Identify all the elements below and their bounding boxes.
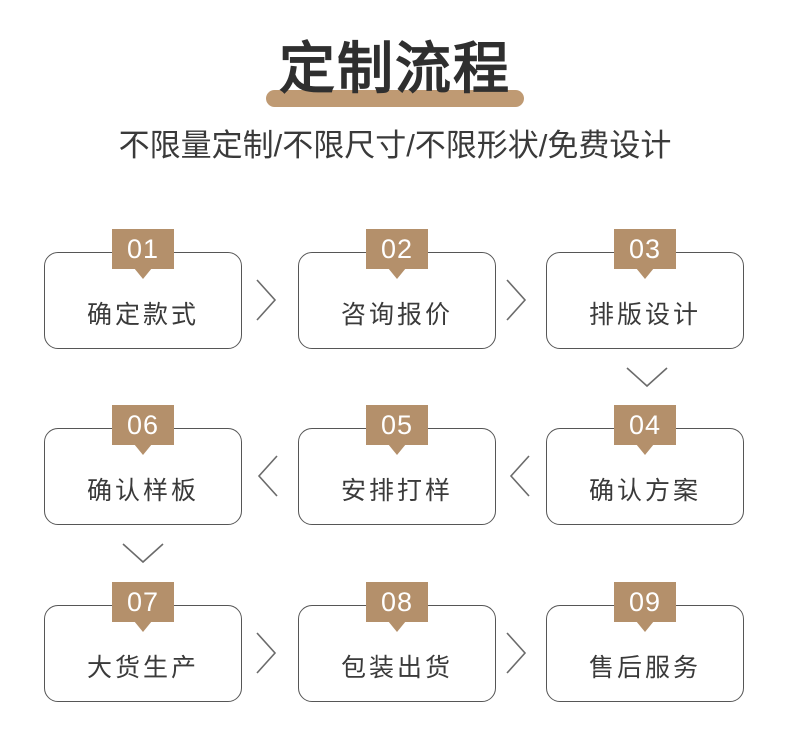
chevron-right-icon: [253, 276, 281, 324]
step-number: 03: [628, 234, 662, 264]
page-title: 定制流程: [279, 37, 511, 102]
badge-pointer-icon: [636, 621, 654, 632]
step-label: 确定款式: [86, 301, 199, 329]
step-number-badge: 09: [614, 582, 676, 632]
process-step-card[interactable]: 05 安排打样: [298, 405, 496, 525]
chevron-right-icon: [503, 629, 531, 677]
title-underline-bar: [266, 90, 524, 107]
chevron-down-icon: [623, 364, 671, 392]
step-number-badge: 06: [112, 405, 174, 455]
step-number-badge: 05: [366, 405, 428, 455]
process-step-card[interactable]: 07 大货生产: [44, 582, 242, 702]
step-number: 09: [628, 587, 662, 617]
step-label: 确认方案: [588, 477, 701, 505]
step-number-badge: 01: [112, 229, 174, 279]
step-label: 售后服务: [588, 654, 701, 682]
chevron-right-icon: [253, 629, 281, 677]
step-label: 确认样板: [86, 477, 199, 505]
process-step-card[interactable]: 06 确认样板: [44, 405, 242, 525]
step-label: 咨询报价: [340, 301, 453, 329]
step-number-badge: 03: [614, 229, 676, 279]
chevron-left-icon: [253, 452, 281, 500]
step-number-badge: 07: [112, 582, 174, 632]
step-label: 包装出货: [340, 654, 453, 682]
step-label: 安排打样: [340, 477, 453, 505]
process-step-card[interactable]: 08 包装出货: [298, 582, 496, 702]
step-label: 排版设计: [588, 301, 701, 329]
badge-pointer-icon: [134, 621, 152, 632]
badge-pointer-icon: [636, 444, 654, 455]
step-number: 01: [126, 234, 160, 264]
page-subtitle: 不限量定制/不限尺寸/不限形状/免费设计: [118, 128, 672, 163]
process-step-card[interactable]: 03 排版设计: [546, 229, 744, 349]
badge-pointer-icon: [636, 268, 654, 279]
process-step-card[interactable]: 04 确认方案: [546, 405, 744, 525]
process-step-card[interactable]: 01 确定款式: [44, 229, 242, 349]
process-step-card[interactable]: 02 咨询报价: [298, 229, 496, 349]
step-number-badge: 08: [366, 582, 428, 632]
badge-pointer-icon: [388, 621, 406, 632]
chevron-down-icon: [119, 540, 167, 568]
page-header: 定制流程 不限量定制/不限尺寸/不限形状/免费设计: [0, 0, 790, 200]
step-number: 02: [380, 234, 414, 264]
chevron-right-icon: [503, 276, 531, 324]
step-number-badge: 02: [366, 229, 428, 279]
step-number: 06: [126, 410, 160, 440]
step-number: 04: [628, 410, 662, 440]
badge-pointer-icon: [388, 444, 406, 455]
step-label: 大货生产: [86, 654, 199, 682]
step-number: 07: [126, 587, 160, 617]
step-number: 08: [380, 587, 414, 617]
badge-pointer-icon: [134, 444, 152, 455]
badge-pointer-icon: [134, 268, 152, 279]
chevron-left-icon: [505, 452, 533, 500]
step-number: 05: [380, 410, 414, 440]
step-number-badge: 04: [614, 405, 676, 455]
badge-pointer-icon: [388, 268, 406, 279]
page-title-wrap: 定制流程: [0, 34, 790, 114]
process-step-card[interactable]: 09 售后服务: [546, 582, 744, 702]
